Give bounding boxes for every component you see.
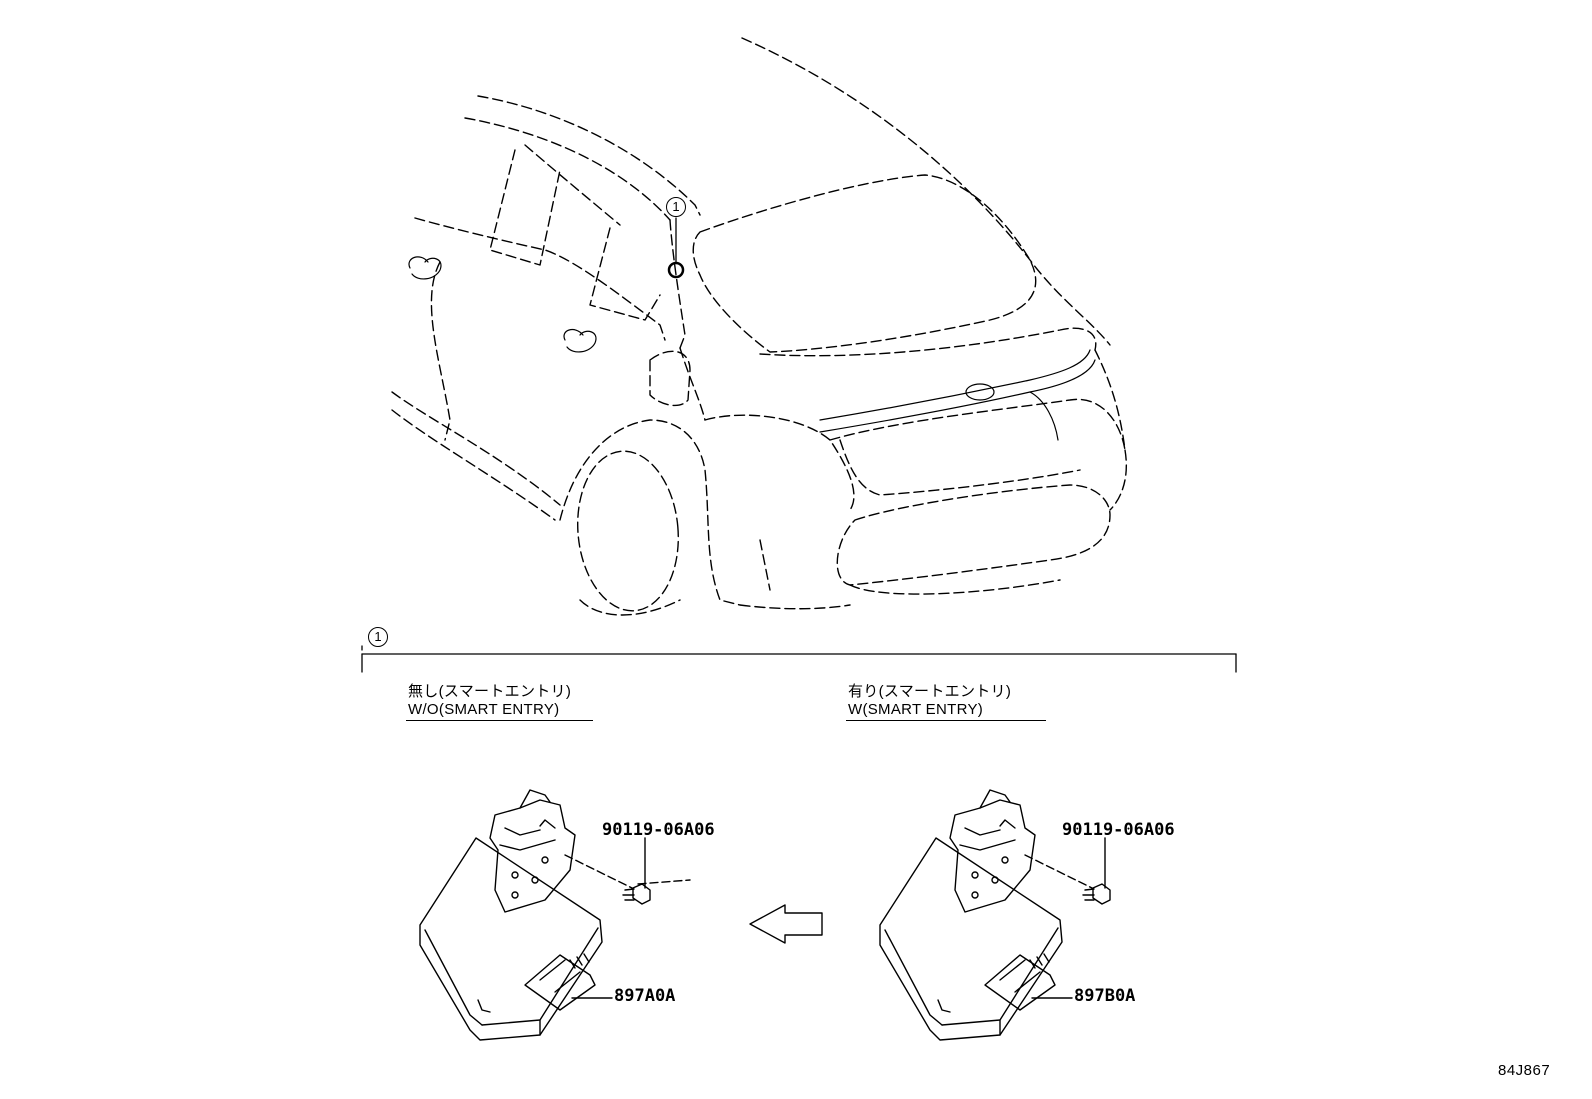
section-ref-number: 1 (368, 627, 388, 647)
module-897a0a-illustration (419, 789, 691, 1041)
module-897b0a-illustration (879, 789, 1111, 1041)
callout-number: 1 (666, 197, 686, 217)
variant-right-en: W(SMART ENTRY) (848, 701, 984, 718)
left-bolt-part-number: 90119-06A06 (602, 820, 715, 840)
right-bolt-illustration (1082, 883, 1111, 905)
variant-left-ja: 無し(スマートエントリ) (408, 683, 572, 700)
car-illustration (391, 37, 1127, 616)
variant-right-underline (846, 720, 1046, 721)
right-module-part-number: 897B0A (1074, 986, 1136, 1006)
right-bolt-part-number: 90119-06A06 (1062, 820, 1175, 840)
direction-arrow-icon (749, 904, 823, 944)
antenna-location-marker (667, 261, 685, 279)
variant-left-en: W/O(SMART ENTRY) (408, 701, 560, 718)
figure-number: 84J867 (1498, 1062, 1551, 1079)
left-bolt-illustration (622, 879, 691, 905)
variant-left-underline (406, 720, 593, 721)
section-bracket (361, 645, 1237, 673)
left-module-part-number: 897A0A (614, 986, 676, 1006)
variant-right-ja: 有り(スマートエントリ) (848, 683, 1012, 700)
